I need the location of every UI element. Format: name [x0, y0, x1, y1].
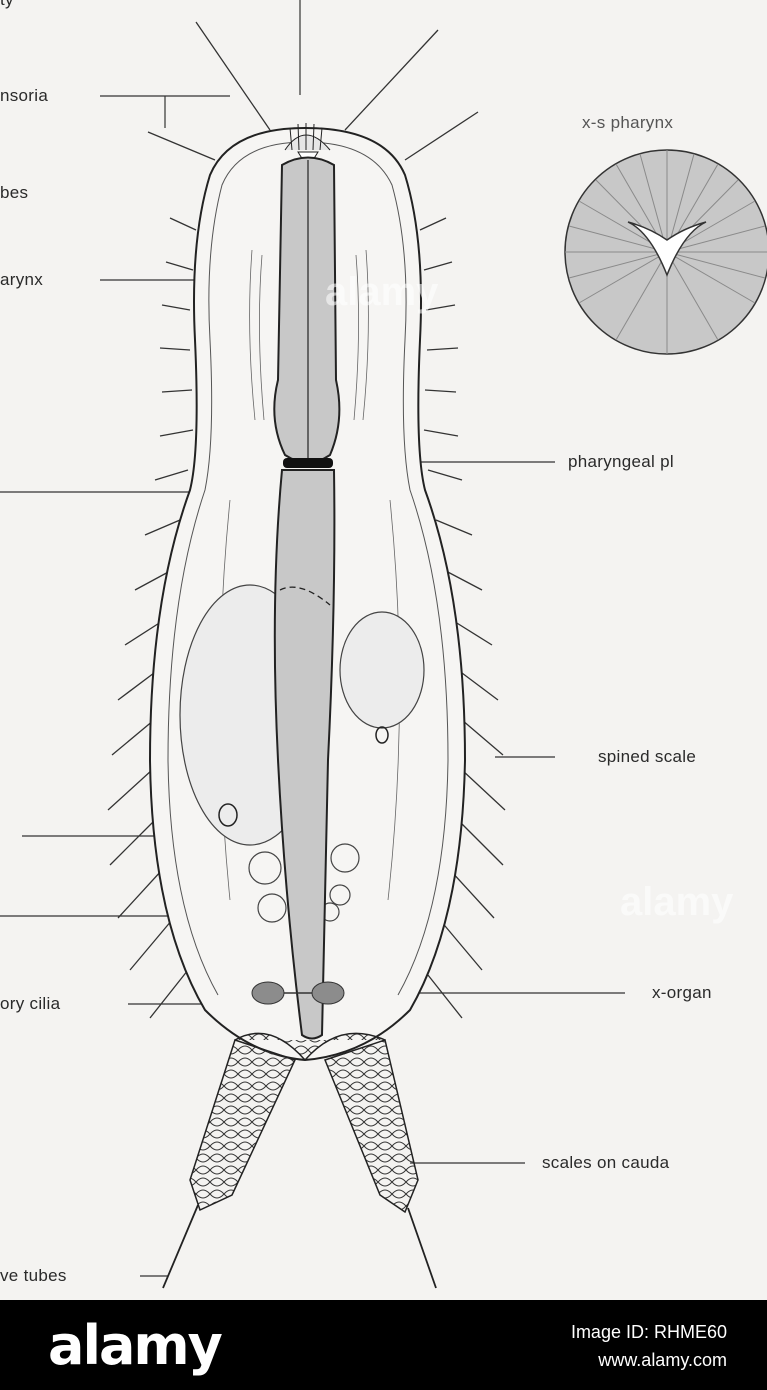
image-id-text: Image ID: RHME60	[570, 1322, 727, 1342]
label-pharynx: arynx	[0, 270, 44, 289]
label-sensoria: nsoria	[0, 86, 49, 105]
label-adhesive-tubes: ve tubes	[0, 1266, 67, 1285]
label-xs-pharynx: x-s pharynx	[582, 113, 674, 132]
egg-right	[339, 611, 425, 729]
site-url-link[interactable]: www.alamy.com	[598, 1350, 727, 1370]
gastrotrich-illustration	[0, 0, 767, 1289]
label-spined-scales: spined scale	[598, 747, 697, 766]
footer-bar: alamy Image ID: RHME60 www.alamy.com	[0, 1300, 767, 1390]
x-organ-right	[311, 981, 345, 1005]
label-adhesive-tubes-top: bes	[0, 183, 29, 202]
x-organ-left	[251, 981, 285, 1005]
label-sensory-cilia: ory cilia	[0, 994, 61, 1013]
caudal-furca	[162, 1032, 437, 1289]
spines	[107, 21, 506, 1019]
oocytes	[248, 843, 360, 923]
pharynx-cross-section	[564, 149, 767, 355]
pharyngeal-plug	[283, 458, 333, 468]
diagram-figure: alamy alamy ty nsoria bes arynx x-s phar…	[0, 0, 767, 1300]
label-top-left: ty	[0, 0, 14, 10]
label-pharyngeal-plug: pharyngeal pl	[568, 452, 674, 471]
pharynx	[273, 156, 341, 464]
label-scales-on-caudal: scales on cauda	[542, 1153, 670, 1172]
label-x-organ: x-organ	[652, 983, 712, 1002]
brand-logo[interactable]: alamy	[48, 1314, 223, 1377]
intestine	[273, 469, 336, 1040]
